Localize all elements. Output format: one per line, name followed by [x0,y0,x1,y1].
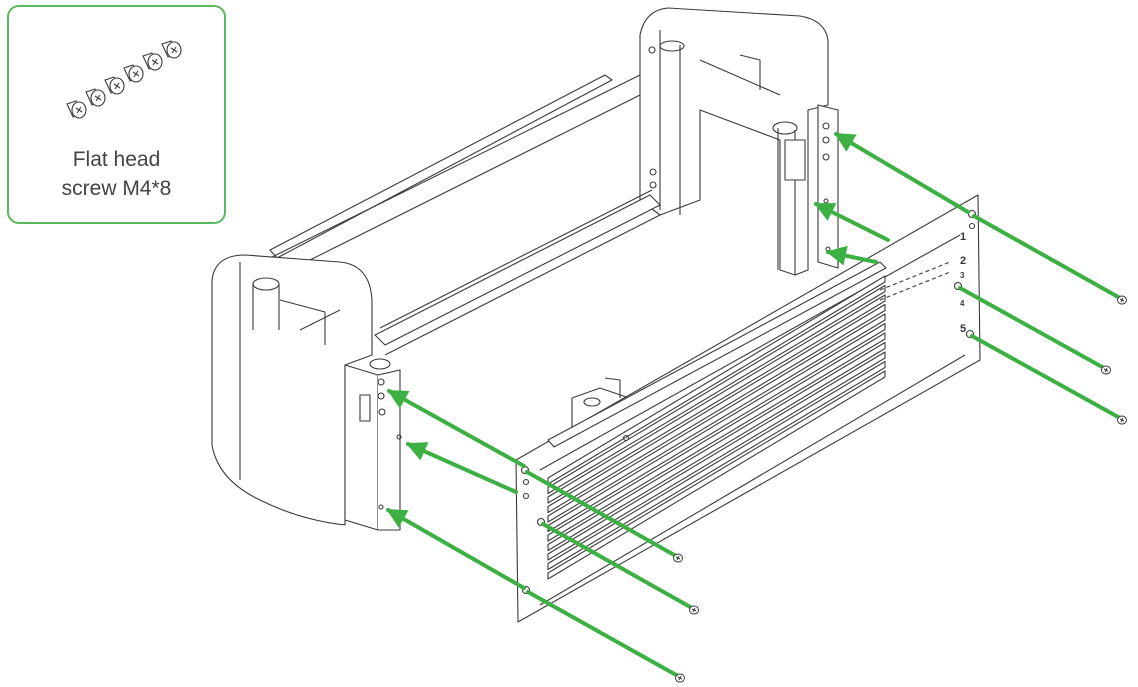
left-bracket [344,364,379,531]
panel-slot [547,284,886,495]
base-rail [374,194,661,346]
legend-screw [104,76,125,95]
flat-head-screw-icon [1101,365,1111,375]
right-post-top [659,40,685,52]
legend-caption-line2: screw M4*8 [61,177,172,200]
panel-slot [547,294,886,504]
panel-slot [547,370,886,580]
panel-slot [547,360,886,571]
panel-slot [547,341,886,552]
panel-slots [547,275,886,580]
slot-number-3: 3 [960,271,965,280]
legend-screw [85,88,106,107]
right-bracket [817,104,839,269]
legend-caption-line1: Flat head [72,148,161,171]
arrow-left-bottom [386,508,526,590]
slot-number-labels: 1 2 3 4 5 [960,231,966,335]
arrow-screw-1 [972,214,1122,300]
flat-head-screw-icon [689,605,699,615]
arrow-right-middle [814,202,890,242]
legend-screw [161,40,182,59]
legend-screw [123,64,144,83]
flat-head-screw-icon [673,553,683,563]
legend-caption: Flat head screw M4*8 [9,145,224,203]
flat-head-screw-icon [66,40,182,119]
flat-head-screw-icon [1117,415,1127,425]
flat-head-screw-icon [675,673,685,683]
slot-number-5: 5 [960,323,966,335]
panel-slot [547,313,886,523]
back-rail [269,74,613,259]
arrow-screw-3 [970,334,1122,420]
arrow-right-top [834,132,970,214]
slot-number-2: 2 [960,255,966,267]
parts-legend: Flat head screw M4*8 [7,5,226,224]
arrow-left-middle [406,442,518,494]
panel-slot [547,322,886,533]
screws [673,295,1127,683]
legend-screw [66,100,87,119]
panel-slot [547,351,886,561]
front-panel [515,194,981,623]
arrow-screw-5 [541,522,694,610]
legend-screw [142,52,163,71]
left-side-wall [211,254,373,526]
right-latch [784,139,806,181]
right-side-wall [639,7,829,276]
slot-number-4: 4 [960,299,965,308]
arrow-screw-2 [958,286,1106,370]
panel-slot [547,332,886,542]
flat-head-screw-icon [1117,295,1127,305]
arrow-left-top [387,389,526,468]
panel-slot [547,303,886,514]
arrow-screw-4 [525,470,678,558]
arrow-screw-6 [526,590,680,678]
slot-number-1: 1 [960,231,966,243]
installation-arrows [386,132,1122,678]
arrow-right-bottom [826,245,878,266]
